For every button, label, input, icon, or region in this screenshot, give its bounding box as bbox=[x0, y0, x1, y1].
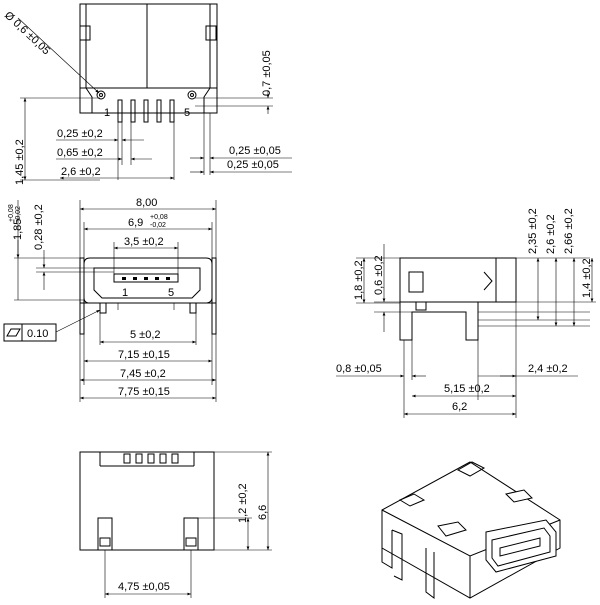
dim-5-15: 5,15 ±0,2 bbox=[444, 383, 490, 395]
dim-1-85-tol-upper: +0,08 bbox=[8, 204, 15, 222]
dim-5: 5 ±0,2 bbox=[130, 329, 161, 341]
dim-7-75: 7,75 ±0,15 bbox=[118, 386, 170, 398]
isometric-view bbox=[381, 461, 561, 599]
dim-2-6-side: 2,6 ±0,2 bbox=[545, 214, 557, 254]
bottom-view: 6,6 1,2 ±0,2 4,75 ±0,05 bbox=[79, 451, 272, 598]
dim-0-65: 0,65 ±0,2 bbox=[57, 147, 103, 159]
dim-6-6: 6,6 bbox=[257, 505, 269, 520]
side-view: 1,8 ±0,2 0,6 ±0,2 2,35 ±0,2 2,6 ±0,2 2,6… bbox=[336, 208, 596, 418]
flatness-frame bbox=[3, 323, 57, 342]
dim-0-8: 0,8 ±0,05 bbox=[336, 363, 382, 375]
dim-8-00: 8,00 bbox=[136, 197, 157, 209]
bottom-leg-left bbox=[97, 517, 113, 550]
dim-1-8: 1,8 ±0,2 bbox=[353, 260, 365, 300]
dim-6-9-tol-lower: -0,02 bbox=[150, 222, 166, 229]
mounting-hole-right bbox=[187, 90, 197, 100]
dim-7-15: 7,15 ±0,15 bbox=[118, 349, 170, 361]
flatness-value: 0.10 bbox=[27, 328, 48, 340]
front-shell bbox=[83, 257, 213, 304]
front-contacts bbox=[122, 277, 170, 280]
bottom-pins bbox=[123, 453, 179, 464]
side-body bbox=[399, 257, 517, 303]
dim-6-9: 6,9 bbox=[128, 217, 143, 229]
dim-4-75: 4,75 ±0,05 bbox=[118, 581, 170, 593]
dim-0-25-right-b: 0,25 ±0,05 bbox=[227, 159, 279, 171]
dim-0-6: 0,6 ±0,2 bbox=[373, 255, 385, 295]
dim-hole-diameter: Ø 0,6 ±0,05 bbox=[2, 9, 52, 57]
dim-1-45: 1,45 ±0,2 bbox=[14, 139, 26, 185]
top-pin-1-label: 1 bbox=[104, 107, 110, 119]
dim-2-35: 2,35 ±0,2 bbox=[527, 208, 539, 254]
top-view: 1 5 Ø 0,6 ±0,05 0,7 ±0,05 1,45 ±0,2 0,25… bbox=[2, 3, 292, 185]
mounting-hole-left bbox=[96, 90, 106, 100]
dim-1-85: 1,85 bbox=[12, 219, 24, 240]
front-pin-1-label: 1 bbox=[122, 287, 128, 299]
bottom-leg-right bbox=[183, 517, 199, 550]
top-pin-5-label: 5 bbox=[184, 107, 190, 119]
dim-1-2: 1,2 ±0,2 bbox=[237, 483, 249, 523]
front-view: 1 5 8,00 6,9 +0,08 -0,02 3,5 ±0,2 1,85 bbox=[3, 197, 217, 402]
front-pin-5-label: 5 bbox=[168, 287, 174, 299]
dim-7-45: 7,45 ±0,2 bbox=[120, 368, 166, 380]
dim-0-25-pin: 0,25 ±0,2 bbox=[57, 128, 103, 140]
dim-0-28: 0,28 ±0,2 bbox=[33, 204, 45, 250]
dim-3-5: 3,5 ±0,2 bbox=[124, 236, 164, 248]
dim-1-4: 1,4 ±0,2 bbox=[581, 258, 593, 298]
front-receptacle bbox=[93, 267, 201, 299]
dim-2-4: 2,4 ±0,2 bbox=[528, 363, 568, 375]
dim-1-85-tol-lower: -0,02 bbox=[15, 206, 22, 222]
top-view-pins bbox=[117, 99, 175, 123]
dim-2-6-top: 2,6 ±0,2 bbox=[61, 166, 101, 178]
side-legs bbox=[399, 302, 479, 341]
bottom-body bbox=[79, 451, 215, 551]
dim-0-25-right-a: 0,25 ±0,05 bbox=[229, 145, 281, 157]
dim-2-66: 2,66 ±0,2 bbox=[563, 208, 575, 254]
dim-6-9-tol-upper: +0,08 bbox=[150, 214, 168, 221]
dim-0-7: 0,7 ±0,05 bbox=[261, 50, 273, 96]
dim-6-2: 6,2 bbox=[452, 401, 467, 413]
